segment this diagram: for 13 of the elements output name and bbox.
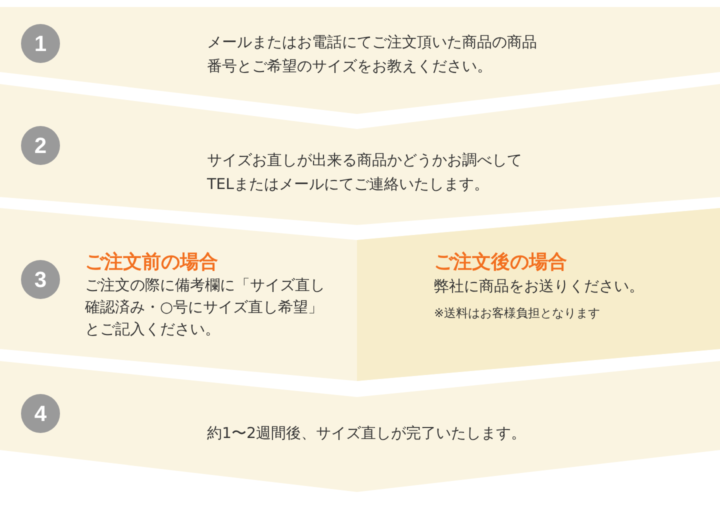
step-band <box>0 361 720 492</box>
section-heading: ご注文前の場合 <box>85 250 219 274</box>
step-text: サイズお直しが出来る商品かどうかお調べしてTELまたはメールにてご連絡いたします。 <box>207 150 523 195</box>
step-text: メールまたはお電話にてご注文頂いた商品の商品番号とご希望のサイズをお教えください。 <box>207 32 538 77</box>
info-panel <box>357 208 720 381</box>
step-band <box>0 208 720 381</box>
instruction-text: 弊社に商品をお送りください。 <box>434 276 645 297</box>
step-band <box>0 84 720 225</box>
step-text: 約1〜2週間後、サイズ直しが完了いたします。 <box>207 423 528 444</box>
note-text: ※送料はお客様負担となります <box>434 305 602 321</box>
section-heading: ご注文後の場合 <box>434 250 568 274</box>
step-band <box>0 7 720 114</box>
instruction-text: ご注文の際に備考欄に「サイズ直し確認済み・○号にサイズ直し希望」とご記入ください。 <box>85 275 326 340</box>
